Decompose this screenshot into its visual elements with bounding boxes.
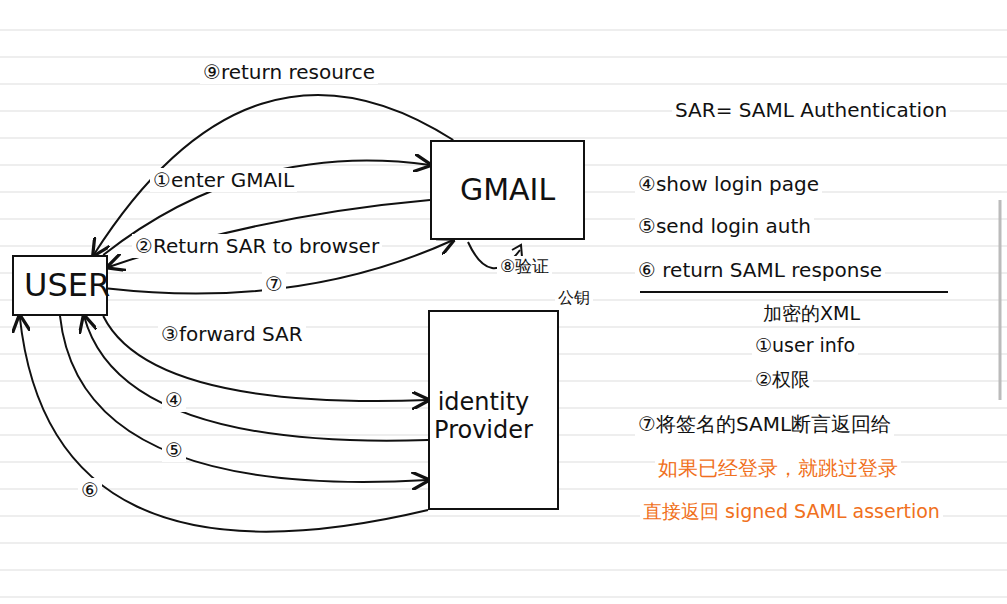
step-note: ⑤send login auth: [635, 214, 814, 238]
edge-label: ⑦: [262, 272, 286, 296]
return-arrow: [94, 95, 454, 255]
step-note: ④show login page: [635, 172, 822, 196]
step-note: ⑦将签名的SAML断言返回给: [635, 412, 894, 436]
edge-label: ②Return SAR to browser: [132, 234, 382, 258]
provider-box: identity Provider: [428, 310, 559, 510]
login-page-arrow: [84, 316, 428, 441]
node-text: identity Provider: [430, 389, 537, 444]
service-box: GMAIL: [430, 140, 585, 240]
response-arrow: [20, 316, 428, 532]
detail-note: ①user info: [752, 334, 858, 357]
orange-note: 直接返回 signed SAML assertion: [640, 500, 943, 523]
edge-label: ⑨return resource: [200, 60, 378, 84]
edge-label: ①enter GMAIL: [150, 168, 297, 192]
edge-label: ⑥: [78, 478, 102, 502]
orange-note: 如果已经登录，就跳过登录: [655, 456, 901, 480]
forward-arrow: [103, 316, 428, 401]
edge-label: ④: [162, 388, 186, 412]
step-note: ⑧验证: [497, 256, 552, 276]
login-auth-arrow: [60, 316, 428, 482]
definition-note: SAR= SAML Authentication: [672, 98, 950, 122]
edge-label: ③forward SAR: [158, 322, 306, 346]
redirect-arrow: [108, 200, 430, 267]
edge-label: ⑤: [162, 438, 186, 462]
detail-note: ②权限: [752, 368, 813, 391]
actor-box: USER: [12, 255, 108, 316]
detail-note: 加密的XML: [760, 302, 863, 325]
node-text: USER: [24, 267, 96, 304]
step-note: ⑥ return SAML response: [635, 258, 885, 282]
detail-note: 公钥: [555, 288, 593, 307]
node-text: GMAIL: [460, 173, 555, 208]
